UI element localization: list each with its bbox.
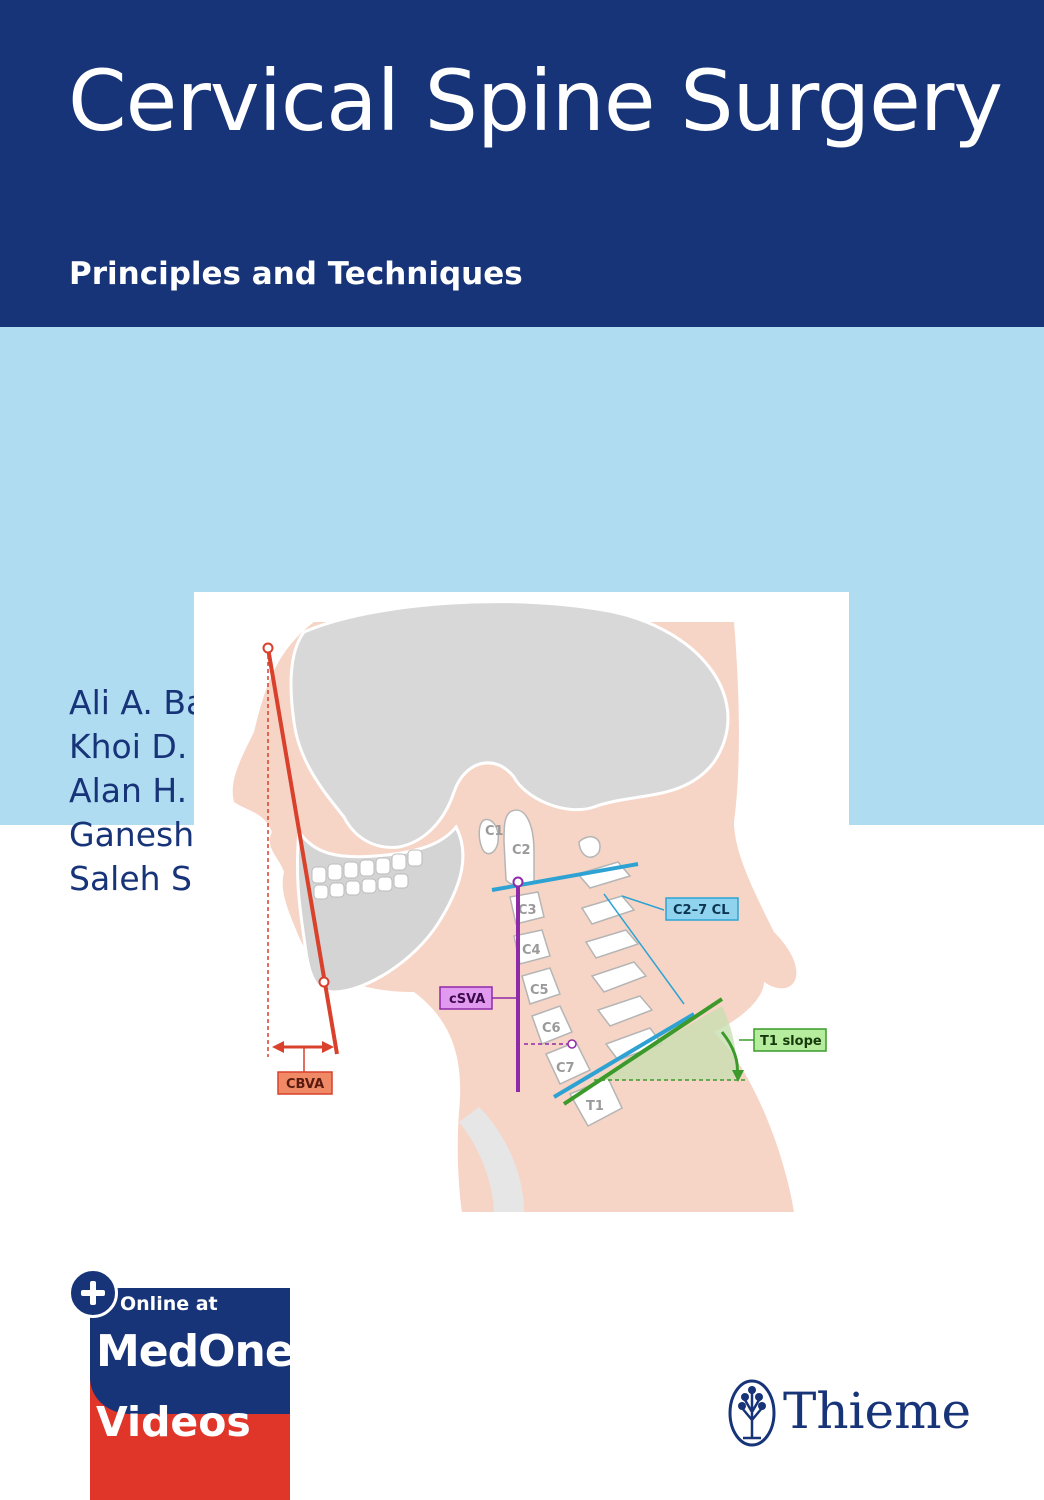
csva-label: cSVA <box>449 992 485 1007</box>
t1-slope-measurement: T1 slope <box>552 997 827 1106</box>
vertebra-label: C1 <box>485 824 504 839</box>
c2-7-lordosis-measurement: C2–7 CL <box>491 862 739 1005</box>
cbva-label: CBVA <box>286 1077 324 1092</box>
teeth <box>311 849 423 900</box>
book-subtitle: Principles and Techniques <box>69 256 523 292</box>
vertebra-c7 <box>544 1041 592 1085</box>
csva-measurement: cSVA <box>439 876 577 1092</box>
publisher-logo: Thieme <box>727 1378 997 1452</box>
c2-7-cl-label: C2–7 CL <box>673 903 729 918</box>
vertebra-c6 <box>531 1005 574 1045</box>
title-band: Cervical Spine Surgery Principles and Te… <box>0 0 1044 327</box>
vertebra-label: C6 <box>542 1021 561 1036</box>
vertebra-label: T1 <box>586 1099 604 1114</box>
cervical-spine-illustration: C1 C2 C3 C4 C5 C6 C7 T1 CBVA <box>194 592 849 1212</box>
plus-icon <box>68 1268 118 1318</box>
vertebra-label: C3 <box>518 903 537 918</box>
trachea <box>459 1107 524 1212</box>
vertebra-label: C2 <box>512 843 531 858</box>
thieme-tree-icon <box>728 1379 776 1447</box>
vertebra-label: C4 <box>522 943 541 958</box>
videos-label: Videos <box>96 1398 251 1446</box>
book-title: Cervical Spine Surgery <box>68 52 1003 150</box>
spine-diagram: C1 C2 C3 C4 C5 C6 C7 T1 CBVA <box>232 600 827 1212</box>
vertebra-label: C5 <box>530 983 549 998</box>
publisher-name: Thieme <box>783 1382 972 1440</box>
online-at-label: Online at <box>120 1293 218 1315</box>
skull <box>289 600 730 849</box>
medone-label: MedOne <box>96 1326 295 1377</box>
badge-red-panel <box>90 1378 290 1500</box>
medone-videos-badge: Online at MedOne Videos <box>68 1268 295 1500</box>
cbva-measurement: CBVA <box>262 642 339 1095</box>
t1-slope-label: T1 slope <box>760 1034 822 1049</box>
vertebra-c1 <box>478 818 500 855</box>
vertebra-c5 <box>521 967 561 1005</box>
vertebra-label: C7 <box>556 1061 575 1076</box>
